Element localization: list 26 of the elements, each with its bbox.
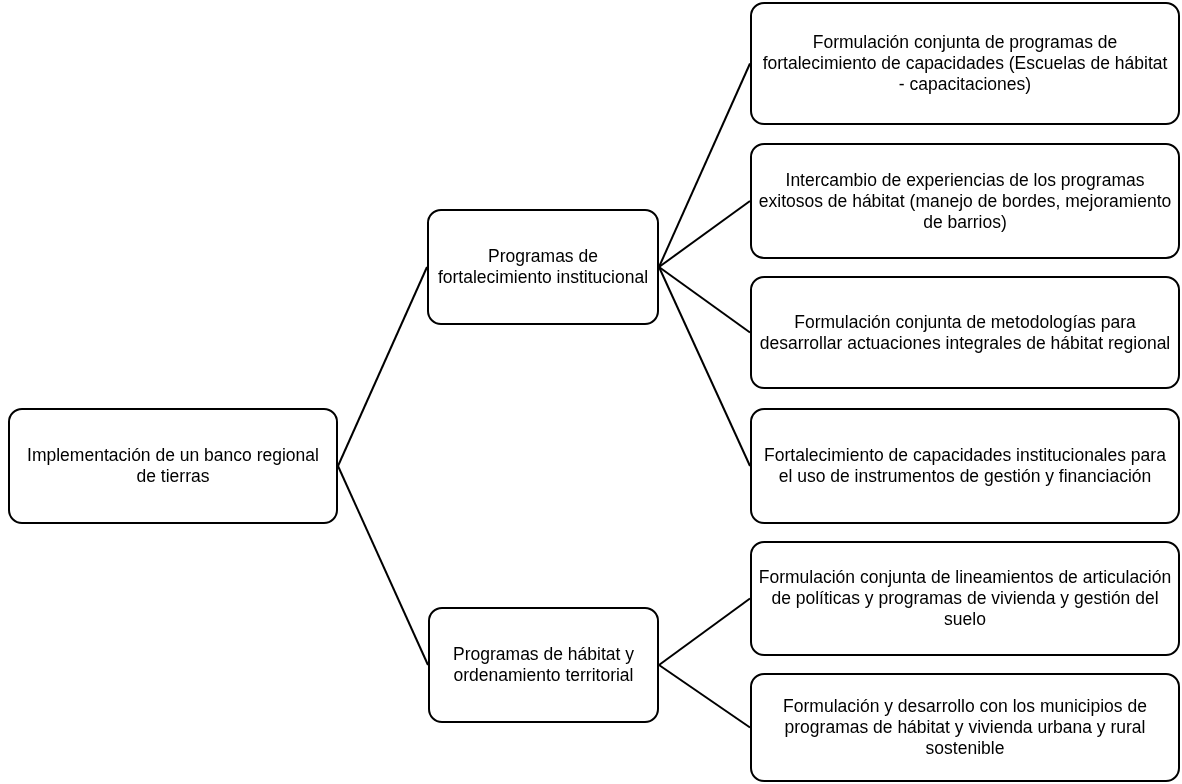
box-text: Fortalecimiento de capacidades institucionales para el uso de instrumentos de gestión y financiación bbox=[763, 445, 1167, 487]
box-text: Programas de fortalecimiento institucional bbox=[436, 246, 650, 288]
connector-line bbox=[337, 266, 428, 467]
process-box bbox=[427, 209, 659, 325]
box-text: Intercambio de experiencias de los programas exitosos de hábitat (manejo de bordes, mejoramiento de barrios) bbox=[758, 169, 1172, 233]
box-text: Programas de hábitat y ordenamiento territorial bbox=[452, 644, 635, 686]
process-box bbox=[8, 408, 338, 524]
process-box bbox=[750, 408, 1180, 524]
connector-line bbox=[337, 465, 429, 666]
box-text: Formulación conjunta de metodologías para desarrollar actuaciones integrales de hábitat regional bbox=[758, 311, 1172, 354]
box-text: Implementación de un banco regional de tierras bbox=[26, 445, 320, 487]
box-text: Formulación y desarrollo con los municipios de programas de hábitat y vivienda urbana y rural sostenible bbox=[782, 696, 1148, 759]
process-box bbox=[750, 143, 1180, 259]
connector-line bbox=[658, 597, 751, 666]
process-box bbox=[750, 673, 1180, 782]
process-box bbox=[750, 541, 1180, 656]
process-box bbox=[428, 607, 659, 723]
box-text: Formulación conjunta de programas de fortalecimiento de capacidades (Escuelas de hábitat - capacitaciones) bbox=[761, 32, 1169, 95]
connector-line bbox=[658, 664, 751, 729]
connector-line bbox=[658, 266, 751, 467]
process-box bbox=[750, 2, 1180, 125]
connector-line bbox=[658, 266, 751, 334]
process-box bbox=[750, 276, 1180, 389]
box-text: Formulación conjunta de lineamientos de articulación de políticas y programas de vivienda y gestión del suelo bbox=[758, 567, 1172, 630]
connector-line bbox=[658, 62, 751, 268]
connector-line bbox=[658, 200, 751, 268]
